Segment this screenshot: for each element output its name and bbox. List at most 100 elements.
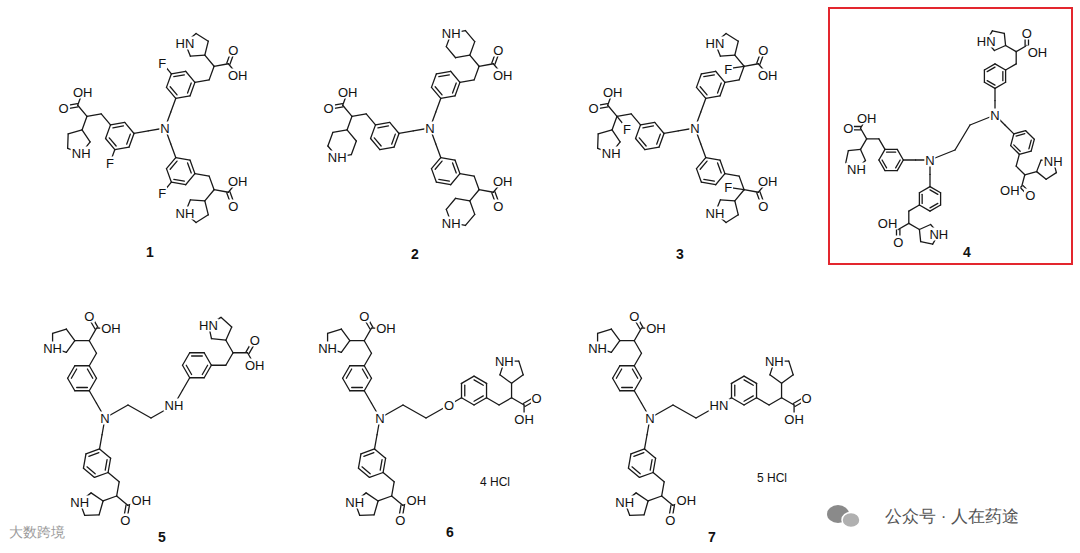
- bond-line: [611, 329, 619, 341]
- bond-line: [930, 205, 941, 211]
- bond-line: [645, 449, 656, 458]
- bond-line: [328, 132, 333, 146]
- bond-line: [188, 83, 192, 93]
- bond-line: [214, 190, 228, 193]
- bond-line: [701, 144, 706, 158]
- bond-line: [166, 74, 171, 88]
- bond-line: [436, 182, 450, 185]
- bond-line: [392, 482, 395, 496]
- bond-line: [451, 71, 460, 82]
- bond-line: [744, 64, 758, 67]
- compound-number: 6: [445, 525, 455, 539]
- bond-line: [125, 122, 134, 133]
- bond-line: [696, 87, 705, 98]
- atom-label: OH: [602, 85, 624, 98]
- bond-line: [383, 458, 386, 472]
- atom-label: O: [587, 101, 599, 114]
- bond-line: [648, 496, 662, 501]
- atom-label: OH: [337, 85, 359, 98]
- bond-line: [170, 87, 177, 95]
- bond-line: [725, 80, 739, 83]
- bond-line: [597, 134, 599, 148]
- bond-line: [897, 149, 903, 160]
- bond-line: [75, 390, 89, 391]
- bond-line: [1014, 145, 1020, 151]
- bond-line: [1006, 46, 1017, 52]
- bond-line: [100, 449, 111, 458]
- atom-label: O: [757, 199, 769, 212]
- bond-line: [87, 467, 95, 474]
- bond-line: [620, 340, 634, 341]
- bond-line: [374, 138, 381, 146]
- atom-label: O: [1024, 189, 1036, 202]
- bond-line: [183, 365, 190, 378]
- bond-line: [186, 174, 195, 185]
- bond-line: [66, 329, 74, 341]
- bond-line: [673, 405, 696, 418]
- bond-line: [1004, 33, 1005, 45]
- bond-line: [431, 74, 436, 88]
- atom-label: O: [842, 122, 854, 135]
- salt-note: 5 HCl: [756, 472, 788, 484]
- atom-label: OH: [375, 322, 397, 335]
- bond-line: [204, 365, 211, 378]
- bond-line: [351, 141, 356, 155]
- bond-line: [166, 87, 175, 98]
- bond-line: [328, 329, 342, 333]
- bond-line: [195, 174, 209, 177]
- watermark: 公众号 · 人在药途: [884, 508, 1020, 525]
- bond-line: [196, 215, 208, 223]
- bond-line: [109, 138, 116, 146]
- bond-line: [431, 87, 440, 98]
- bond-line: [183, 378, 190, 391]
- bond-line: [127, 134, 131, 144]
- bond-line: [634, 391, 641, 404]
- bond-line: [611, 341, 619, 353]
- bond-line: [479, 64, 493, 67]
- bond-line: [1037, 160, 1041, 171]
- bond-line: [78, 105, 87, 116]
- bond-line: [511, 383, 512, 397]
- bond-line: [1005, 70, 1006, 82]
- bond-line: [744, 396, 753, 401]
- atom-label: O: [57, 101, 69, 114]
- bond-line: [117, 496, 128, 505]
- bond-line: [347, 116, 352, 130]
- bond-line: [608, 105, 617, 116]
- atom-label: OH: [406, 494, 428, 507]
- atom-label: NH: [1043, 154, 1064, 167]
- atom-label: OH: [513, 413, 535, 426]
- atom-label: N: [689, 122, 700, 135]
- bond-line: [166, 169, 171, 183]
- atom-label: NH: [705, 207, 726, 220]
- atom-label: N: [644, 412, 655, 425]
- bond-line: [460, 80, 474, 83]
- bond-line: [921, 242, 933, 245]
- bond-line: [205, 201, 208, 215]
- atom-label: OH: [72, 85, 94, 98]
- bond-line: [732, 398, 745, 405]
- bond-line: [87, 369, 92, 378]
- atom-label: O: [757, 44, 769, 57]
- bond-line: [1006, 64, 1017, 70]
- bond-line: [735, 41, 738, 55]
- atom-label: O: [83, 309, 95, 322]
- bond-line: [1005, 125, 1014, 134]
- bond-line: [696, 169, 701, 183]
- bond-line: [95, 472, 109, 477]
- bond-line: [462, 376, 475, 383]
- atom-label: NH: [846, 162, 867, 175]
- bond-line: [341, 341, 349, 353]
- bond-line: [789, 361, 793, 375]
- bond-line: [632, 369, 637, 378]
- bond-line: [399, 131, 413, 134]
- watermark: 大数跨境: [8, 525, 66, 539]
- bond-line: [366, 114, 375, 125]
- bond-line: [620, 390, 634, 391]
- bond-line: [461, 383, 462, 397]
- atom-label: NH: [42, 341, 63, 354]
- bond-line: [500, 375, 512, 383]
- bond-line: [919, 229, 920, 241]
- bond-line: [1022, 175, 1025, 187]
- bond-line: [929, 174, 930, 186]
